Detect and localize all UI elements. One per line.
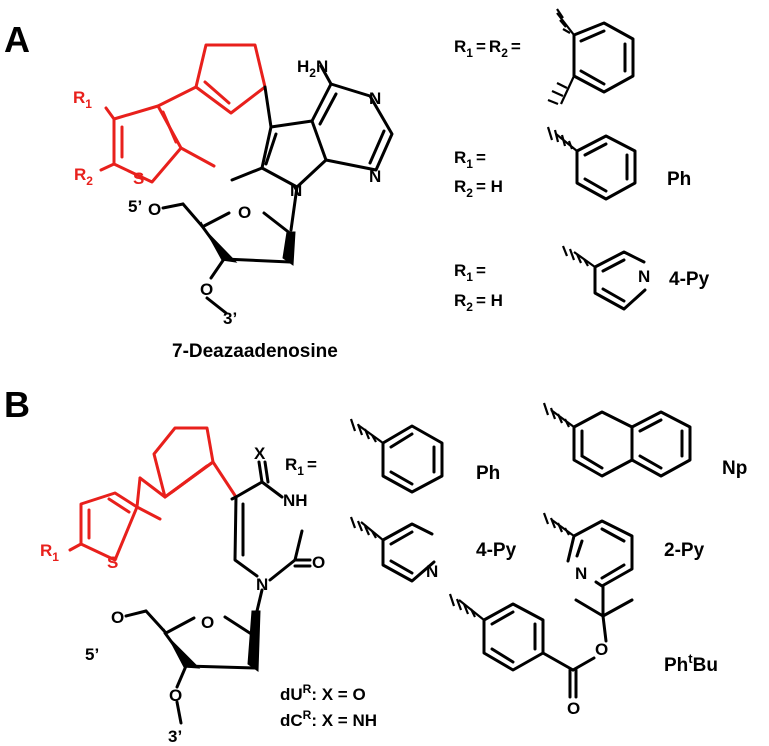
n-top-label: N (369, 89, 381, 108)
naphthyl-ring (542, 402, 692, 478)
benzo-ring (547, 8, 635, 106)
r1-atom-label-b: R1 (40, 541, 59, 564)
phtbu-label: PhtBu (664, 651, 718, 676)
nh2-label: H2N (297, 57, 328, 80)
ph-label-a: Ph (667, 169, 691, 190)
n-ring-label: N (369, 167, 381, 186)
panel-a-letter: A (4, 19, 30, 60)
pos3-label-b: 3’ (168, 727, 182, 746)
py4-label-b: 4-Py (476, 540, 517, 561)
x-atom-label: X (254, 444, 266, 463)
compound-caption: 7-Deazaadenosine (172, 341, 338, 362)
pyridyl-4-ring-b (349, 516, 436, 583)
o5-label: O (148, 200, 161, 219)
ester-o-ring: O (595, 640, 608, 659)
ph-label-b: Ph (476, 463, 500, 484)
sugar-oxygen-label-b: O (201, 613, 214, 632)
legend-dc: dCR: X = NH (280, 708, 377, 730)
phtbu-structure (448, 584, 634, 699)
py4-n-b: N (426, 562, 438, 581)
sugar-oxygen-label: O (238, 203, 251, 222)
panel-a-sugar (161, 202, 296, 315)
row3-r1-label: R1= (454, 261, 486, 284)
n-glyco-label-b: N (256, 575, 268, 594)
substituent-row-ph: R1= R2= H Ph (454, 126, 691, 201)
pos5-label-b: 5’ (85, 645, 99, 664)
panel-b-red-scaffold (68, 476, 167, 562)
ester-o-carbonyl: O (567, 699, 580, 718)
n-glyco-label: N (290, 181, 302, 200)
py2-label: 2-Py (664, 540, 705, 561)
panel-b-letter: B (4, 384, 30, 425)
legend-du: dUR: X = O (280, 682, 366, 704)
py4-label-a: 4-Py (669, 269, 710, 290)
panel-a-red-scaffold (99, 43, 267, 184)
substituent-row-benzo: R1=R2= (454, 8, 635, 106)
nh-label: NH (283, 491, 308, 510)
row1-r1-label: R1=R2= (454, 37, 521, 60)
panel-a-base (230, 64, 394, 232)
np-label: Np (722, 458, 747, 479)
o3-label-b: O (169, 686, 182, 705)
py2-n: N (575, 564, 587, 583)
phenyl-ring-b (349, 418, 444, 494)
sulfur-atom-label-b: S (107, 553, 118, 572)
pyridine-n-a: N (638, 267, 650, 286)
pos5-label: 5’ (128, 197, 142, 216)
panel-a: A R1 R2 S H2N N N (4, 8, 710, 362)
nucleoside-legend: dUR: X = O dCR: X = NH (280, 682, 377, 730)
r2-atom-label: R2 (74, 165, 93, 188)
row2-r2-label: R2= H (454, 177, 503, 200)
panel-b-sugar (124, 609, 261, 725)
panel-b-cyclopentene (152, 426, 215, 499)
pos3-label: 3’ (223, 309, 237, 328)
o5-label-b: O (111, 608, 124, 627)
r1-equals-label: R1= (285, 455, 317, 478)
substituent-row-4py: R1= R2= H N 4-Py (454, 245, 710, 314)
row2-r1-label: R1= (454, 148, 486, 171)
r1-atom-label: R1 (73, 88, 92, 111)
row3-r2-label: R2= H (454, 291, 503, 314)
phenyl-ring-a (546, 126, 637, 201)
panel-b-base (211, 460, 312, 613)
sulfur-atom-label: S (133, 169, 144, 188)
pyridyl-2-ring (542, 512, 634, 588)
panel-b: B R1 S (4, 384, 747, 746)
carbonyl-o-label: O (312, 553, 325, 572)
pyridyl-ring-a (561, 245, 647, 311)
o3-label: O (200, 280, 213, 299)
